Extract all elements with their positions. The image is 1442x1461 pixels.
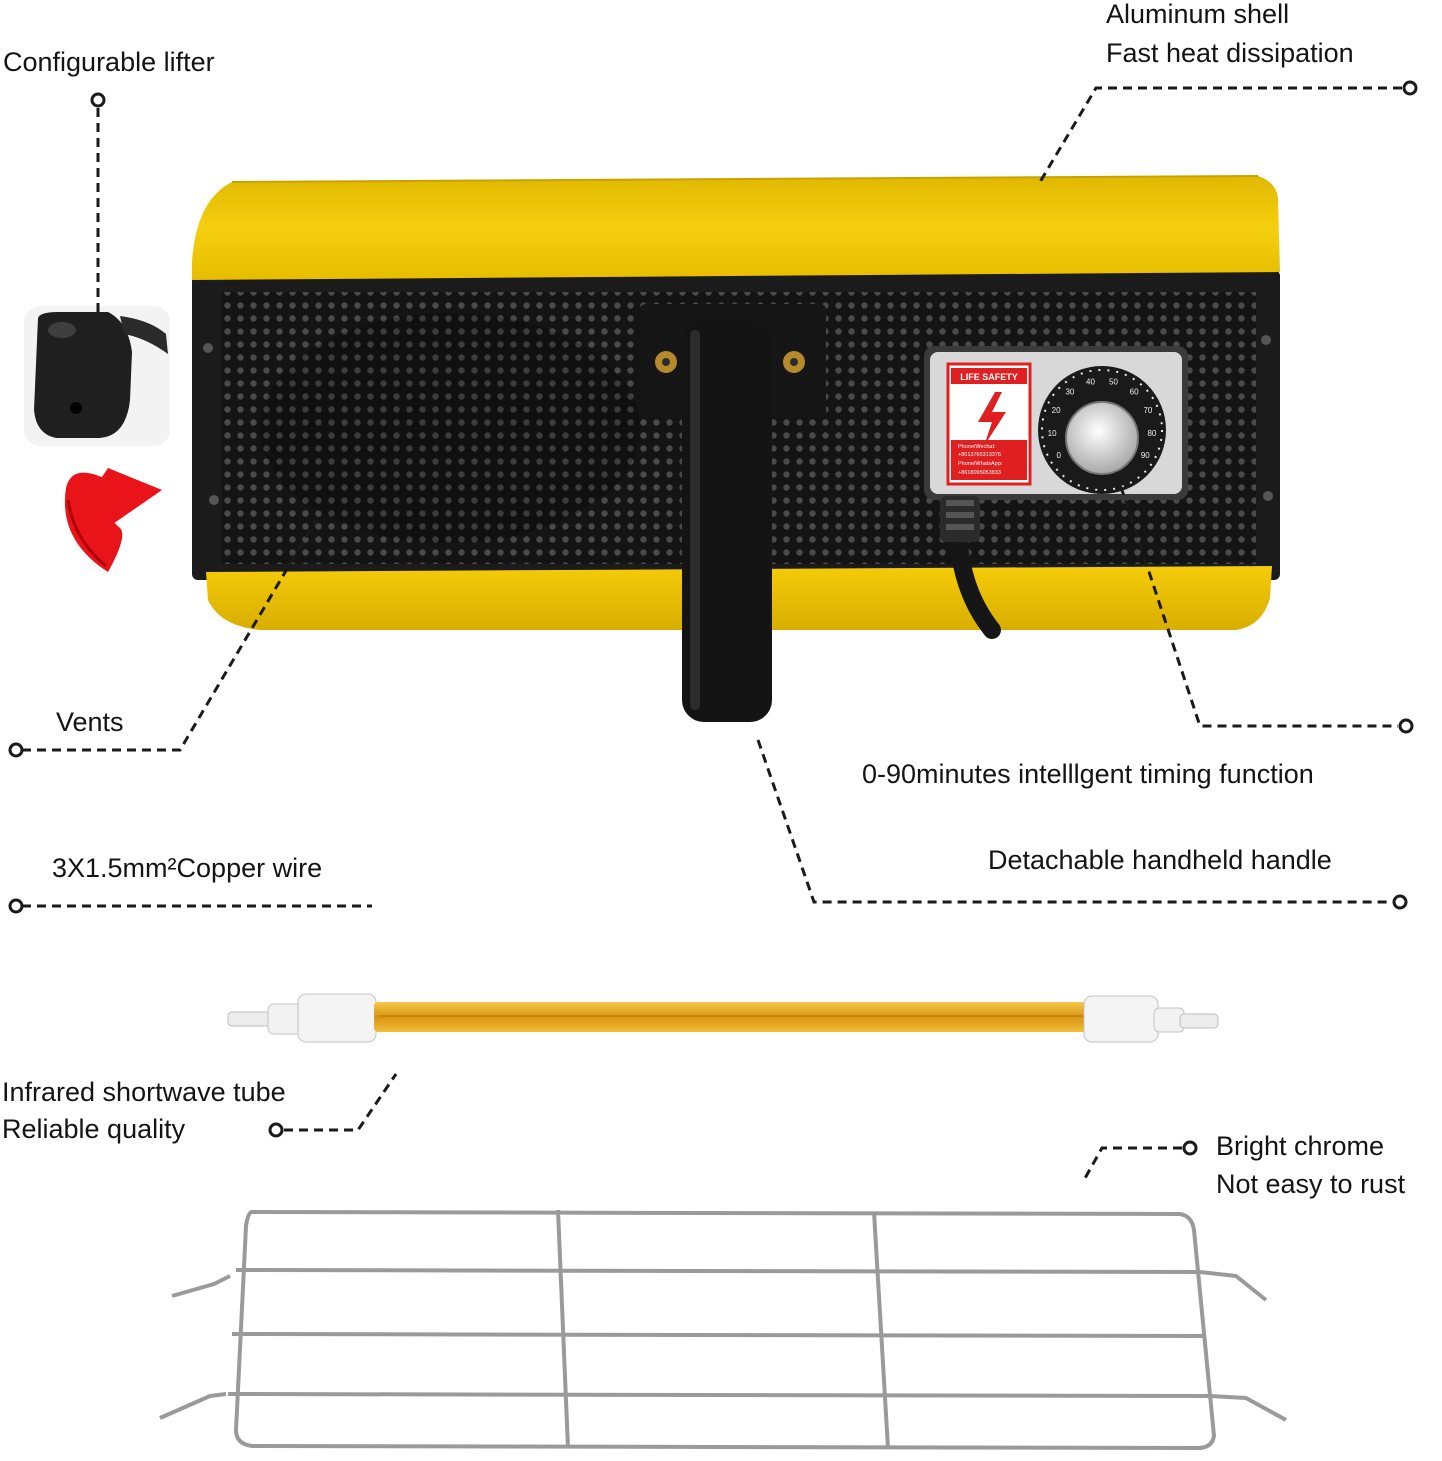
dial-number: 50 [1109,377,1118,386]
vents-endpoint-icon [8,742,24,758]
tube-label-line2: Reliable quality [2,1114,186,1144]
dial-number: 60 [1130,388,1139,397]
wire-endpoint-icon [8,898,24,914]
chrome-label-line2: Not easy to rust [1216,1169,1406,1199]
callout-endpoints [8,80,1418,1156]
handle-label: Detachable handheld handle [988,845,1332,875]
handle-callout-line [756,739,1392,904]
dial-number: 80 [1147,429,1156,438]
tube-callout-line [284,1073,398,1132]
dial-number: 30 [1065,388,1074,397]
power-cable [940,496,1001,639]
panel-contact-line2: +8613765313376 [958,452,1001,458]
lifter-endpoint-icon [90,92,106,108]
shell-label-line1: Aluminum shell [1106,0,1290,29]
handle [640,304,826,722]
panel-contact-line3: Phone/WhatsApp: [958,461,1003,467]
infrared-tube [227,993,1219,1043]
callout-lines [22,86,1402,1181]
shell-callout-line [1038,86,1402,183]
panel-contact-line4: +8618095053833 [958,470,1001,476]
lifter-label: Configurable lifter [3,47,215,77]
shell-endpoint-icon [1402,80,1418,96]
dial-scale: 0 10 20 30 40 50 60 70 80 90 [1048,377,1157,460]
dial-number: 70 [1143,406,1152,415]
vents-label: Vents [56,707,124,737]
panel-contact-line1: Phone/Wechat: [958,444,996,450]
chrome-guard [159,1209,1287,1450]
vents-callout-line [22,519,318,752]
dial-number: 20 [1052,406,1061,415]
chrome-endpoint-icon [1182,1140,1198,1156]
timer-endpoint-icon [1398,718,1414,734]
red-arrow-icon [64,468,162,572]
panel-warning-title: LIFE SAFETY [960,372,1018,382]
dial-number: 10 [1048,429,1057,438]
shell-label-line2: Fast heat dissipation [1106,38,1354,68]
timer-label: 0-90minutes intelllgent timing function [862,759,1314,789]
wire-label: 3X1.5mm²Copper wire [52,853,323,883]
lifter-inset [24,306,170,446]
dial-number: 0 [1056,451,1061,460]
dial-number: 90 [1141,451,1150,460]
tube-endpoint-icon [268,1122,284,1138]
chrome-callout-line [1082,1146,1182,1181]
handle-endpoint-icon [1392,894,1408,910]
timer-dial[interactable]: 0 10 20 30 40 50 60 70 80 90 [1038,366,1166,494]
tube-label-line1: Infrared shortwave tube [2,1077,286,1107]
chrome-label-line1: Bright chrome [1216,1131,1385,1161]
dial-number: 40 [1086,377,1095,386]
